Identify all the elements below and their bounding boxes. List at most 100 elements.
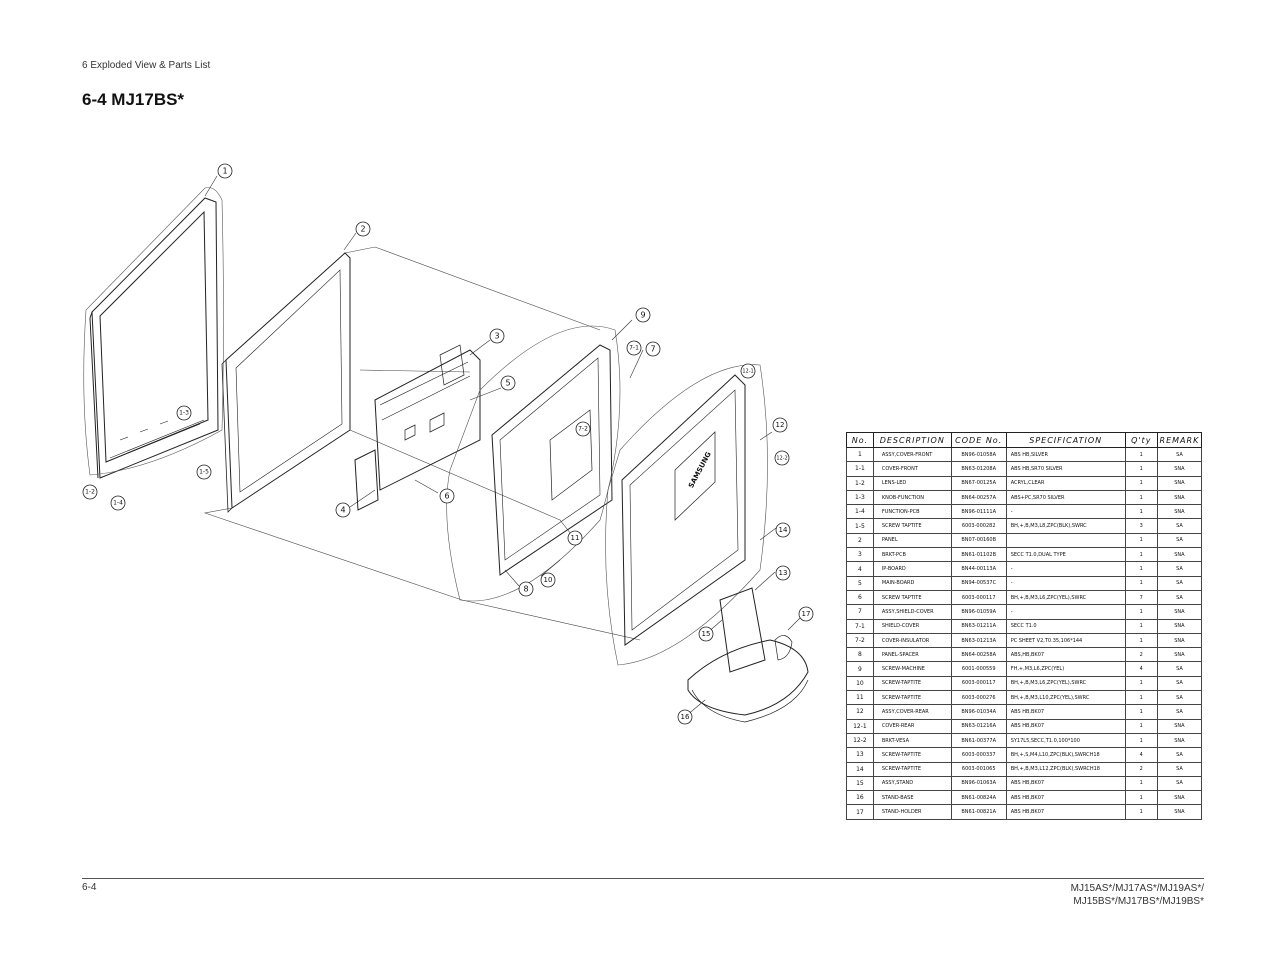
cell-description: SHIELD-COVER xyxy=(872,618,952,634)
callout-1-5 xyxy=(196,464,212,480)
callout-15 xyxy=(698,626,714,642)
cell-no: 12-1 xyxy=(846,718,874,734)
callout-4 xyxy=(335,502,351,518)
cell-specification: - xyxy=(1005,561,1126,577)
cell-specification: FH,+,M3,L6,ZPC(YEL) xyxy=(1005,661,1126,677)
cell-qty: 3 xyxy=(1124,518,1158,534)
cell-qty: 1 xyxy=(1124,675,1158,692)
cell-specification: BH,+,B,M3,L12,ZPC(BLK),SWRCH18 xyxy=(1005,761,1126,777)
cell-no: 1-5 xyxy=(846,518,874,534)
cell-description: ASSY,COVER-REAR xyxy=(872,704,952,720)
cell-qty: 1 xyxy=(1124,632,1158,649)
cell-remark: SNA xyxy=(1156,732,1203,749)
cell-code: BN64-00257A xyxy=(950,489,1007,506)
footer-models-line-2: MJ15BS*/MJ17BS*/MJ19BS* xyxy=(1073,896,1204,907)
cell-code: 6003-000117 xyxy=(950,675,1007,692)
callout-label-17: 17 xyxy=(802,610,811,618)
cell-qty: 1 xyxy=(1124,532,1158,549)
cell-no: 7 xyxy=(846,604,874,620)
lcd-panel-drawing xyxy=(221,252,351,513)
cell-code: 6003-000337 xyxy=(950,747,1007,763)
cell-specification: ABS HB,BK07 xyxy=(1005,790,1126,806)
callout-1-4 xyxy=(110,495,126,511)
footer-divider xyxy=(82,878,1204,879)
cell-specification: ABS HB,BK07 xyxy=(1005,775,1126,792)
cell-specification: ABS+PC,SR70 SILVER xyxy=(1005,489,1126,506)
cell-qty: 2 xyxy=(1124,647,1158,663)
cell-no: 6 xyxy=(846,589,874,606)
cell-no: 1 xyxy=(846,446,874,463)
cell-qty: 1 xyxy=(1124,704,1158,720)
table-header-row: No. DESCRIPTION CODE No. SPECIFICATION Q… xyxy=(846,432,1203,448)
cell-qty: 1 xyxy=(1124,718,1158,734)
cell-qty: 1 xyxy=(1124,604,1158,620)
cell-qty: 1 xyxy=(1124,504,1158,520)
col-remark: REMARK xyxy=(1156,432,1203,448)
cell-code: BN61-00824A xyxy=(950,790,1007,806)
cell-remark: SNA xyxy=(1156,461,1203,477)
cell-specification: ABS HB,BK07 xyxy=(1005,718,1126,734)
cell-specification: BH,+,S,M4,L10,ZPC(BLK),SWRCH18 xyxy=(1005,747,1126,763)
cell-no: 2 xyxy=(846,532,874,549)
cell-specification: ABS,HB,BK07 xyxy=(1005,647,1126,663)
cell-specification: ABS HB,BK07 xyxy=(1005,804,1126,820)
cell-remark: SNA xyxy=(1156,504,1203,520)
cell-description: ASSY,STAND xyxy=(872,775,952,792)
cell-remark: SA xyxy=(1156,518,1203,534)
callout-label-12: 12 xyxy=(776,421,785,429)
stand-drawing xyxy=(687,587,809,723)
cell-code: BN96-01111A xyxy=(950,504,1007,520)
footer-page-number: 6-4 xyxy=(82,882,97,893)
callout-5 xyxy=(500,375,516,391)
cell-qty: 1 xyxy=(1124,790,1158,806)
cell-description: COVER-FRONT xyxy=(872,461,952,477)
cell-description: PANEL xyxy=(872,532,952,549)
cell-code: BN63-01208A xyxy=(950,461,1007,477)
cell-no: 1-1 xyxy=(846,461,874,477)
cell-qty: 2 xyxy=(1124,761,1158,777)
cell-qty: 1 xyxy=(1124,561,1158,577)
cell-qty: 1 xyxy=(1124,547,1158,563)
cell-qty: 1 xyxy=(1124,804,1158,820)
callout-6 xyxy=(439,488,455,504)
cell-qty: 1 xyxy=(1124,446,1158,463)
cell-description: IP-BOARD xyxy=(872,561,952,577)
cell-qty: 1 xyxy=(1124,489,1158,506)
callout-12-2 xyxy=(774,450,790,466)
cell-qty: 1 xyxy=(1124,475,1158,491)
cell-description: SCREW-TAPTITE xyxy=(872,690,952,706)
cell-no: 13 xyxy=(846,747,874,763)
callout-label-7-2: 7-2 xyxy=(578,426,588,433)
callout-1 xyxy=(217,163,233,179)
footer-model-list: MJ15AS*/MJ17AS*/MJ19AS*/ MJ15BS*/MJ17BS*… xyxy=(1071,882,1204,908)
cell-qty: 1 xyxy=(1124,732,1158,749)
cell-qty: 1 xyxy=(1124,690,1158,706)
callout-label-10: 10 xyxy=(544,576,553,584)
cell-description: SCREW TAPTITE xyxy=(872,589,952,606)
cell-description: SCREW TAPTITE xyxy=(872,518,952,534)
cell-code: BN96-01063A xyxy=(950,775,1007,792)
cell-no: 15 xyxy=(846,775,874,792)
col-no: No. xyxy=(846,432,874,448)
cell-description: ASSY,COVER-FRONT xyxy=(872,446,952,463)
cell-remark: SNA xyxy=(1156,718,1203,734)
callout-17 xyxy=(798,606,814,622)
cell-description: BRKT-PCB xyxy=(872,547,952,563)
callout-label-9: 9 xyxy=(640,311,645,320)
cell-description: SCREW-TAPTITE xyxy=(872,675,952,692)
cell-remark: SNA xyxy=(1156,632,1203,649)
col-description: DESCRIPTION xyxy=(872,432,952,448)
cell-remark: SA xyxy=(1156,761,1203,777)
callout-1-3 xyxy=(176,405,192,421)
